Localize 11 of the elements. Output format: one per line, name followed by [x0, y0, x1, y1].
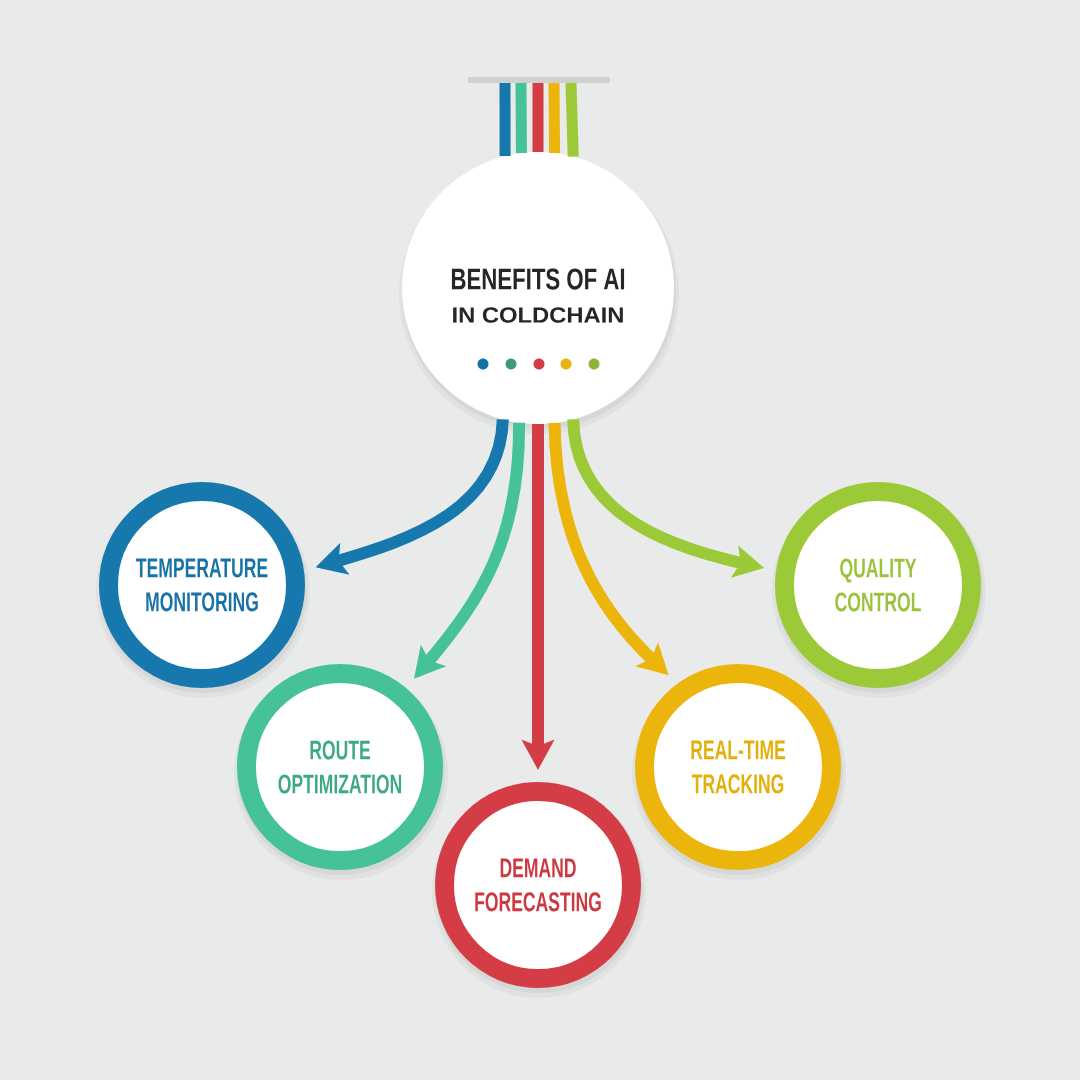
- benefit-ring: ROUTE OPTIMIZATION: [234, 664, 448, 880]
- benefit-ring: REAL-TIME TRACKING: [632, 664, 846, 880]
- benefit-ring: QUALITY CONTROL: [772, 482, 986, 698]
- holder-bar: [468, 77, 610, 83]
- connector-line: [565, 82, 579, 157]
- connector-line: [515, 82, 527, 154]
- connector-line: [499, 83, 511, 157]
- benefit-ring: DEMAND FORECASTING: [432, 782, 646, 998]
- connector-line: [548, 82, 561, 154]
- benefit-ring: TEMPERATURE MONITORING: [96, 482, 310, 698]
- connector-line: [532, 83, 544, 152]
